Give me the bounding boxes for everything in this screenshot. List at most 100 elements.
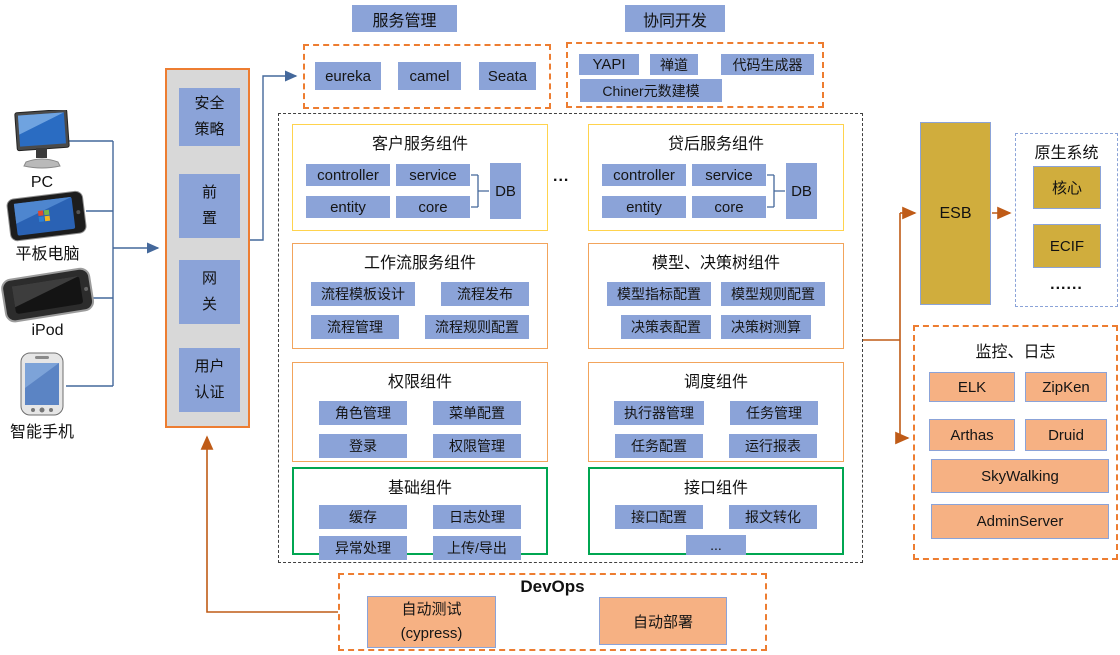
node-code-generator: 代码生成器 (721, 54, 814, 75)
component-foundation-title: 基础组件 (387, 480, 452, 497)
node-eureka: eureka (315, 62, 381, 90)
node-druid: Druid (1025, 419, 1107, 451)
node-controller: controller (306, 164, 390, 186)
node-core: core (692, 196, 766, 218)
ipod-icon (0, 261, 98, 334)
node-elk: ELK (929, 372, 1015, 402)
desktop-monitor-icon (14, 108, 70, 179)
node-yapi: YAPI (579, 54, 639, 75)
component-customer-service-title: 客户服务组件 (371, 136, 468, 153)
node-seata: Seata (479, 62, 536, 90)
node-gateway-line1: 网 (201, 270, 217, 287)
chip-role-management: 角色管理 (319, 401, 407, 425)
node-entity: entity (602, 196, 686, 218)
component-scheduler: 调度组件 执行器管理 任务管理 任务配置 运行报表 (588, 362, 844, 462)
component-customer-service: 客户服务组件 controller service entity core DB (292, 124, 548, 231)
node-core-system: 核心 (1033, 166, 1101, 209)
node-ecif: ECIF (1033, 224, 1101, 268)
node-security-policy-line2: 策略 (194, 121, 225, 138)
chip-interface-more: ... (686, 535, 746, 555)
component-permission-title: 权限组件 (387, 374, 452, 391)
node-front-line1: 前 (201, 184, 217, 201)
device-label-pc: PC (30, 174, 54, 191)
db-bracket-connector (471, 174, 489, 208)
service-management-title: 服务管理 (352, 5, 457, 32)
node-db: DB (786, 163, 817, 219)
chip-decision-table-config: 决策表配置 (621, 315, 711, 339)
node-db: DB (490, 163, 521, 219)
db-bracket-connector (767, 174, 785, 208)
chip-task-config: 任务配置 (615, 434, 703, 458)
chip-model-rule-config: 模型规则配置 (721, 282, 825, 306)
devops-group: DevOps 自动测试 (cypress) 自动部署 (338, 573, 767, 651)
node-skywalking: SkyWalking (931, 459, 1109, 493)
components-container (278, 113, 863, 563)
component-post-loan-service: 贷后服务组件 controller service entity core DB (588, 124, 844, 231)
node-gateway: 网 关 (179, 260, 240, 324)
tablet-icon (5, 189, 89, 249)
monitoring-title: 监控、日志 (975, 344, 1056, 361)
component-scheduler-title: 调度组件 (683, 374, 748, 391)
native-system-title: 原生系统 (1034, 145, 1099, 162)
node-arthas: Arthas (929, 419, 1015, 451)
monitoring-group: 监控、日志 ELK ZipKen Arthas Druid SkyWalking… (913, 325, 1118, 560)
node-auto-deploy: 自动部署 (599, 597, 727, 645)
node-adminserver: AdminServer (931, 504, 1109, 539)
component-workflow: 工作流服务组件 流程模板设计 流程发布 流程管理 流程规则配置 (292, 243, 548, 349)
devops-title: DevOps (520, 577, 585, 596)
chip-process-management: 流程管理 (311, 315, 399, 339)
node-core: core (396, 196, 470, 218)
chip-run-report: 运行报表 (729, 434, 817, 458)
node-security-policy-line1: 安全 (194, 95, 225, 112)
node-user-auth-line2: 认证 (194, 384, 225, 401)
chip-cache: 缓存 (319, 505, 407, 529)
chip-login: 登录 (319, 434, 407, 458)
node-security-policy: 安全 策略 (179, 88, 240, 146)
collaborative-dev-title: 协同开发 (625, 5, 725, 32)
chip-message-transform: 报文转化 (729, 505, 817, 529)
component-permission: 权限组件 角色管理 菜单配置 登录 权限管理 (292, 362, 548, 462)
collaborative-dev-group: YAPI 禅道 代码生成器 Chiner元数建模 (566, 42, 824, 108)
node-controller: controller (602, 164, 686, 186)
node-auto-test-line2: (cypress) (400, 625, 463, 642)
gateway-column: 安全 策略 前 置 网 关 用户 认证 (165, 68, 250, 428)
component-post-loan-title: 贷后服务组件 (667, 136, 764, 153)
node-front-line2: 置 (201, 210, 217, 227)
node-esb: ESB (920, 122, 991, 305)
service-management-group: eureka camel Seata (303, 44, 551, 109)
node-entity: entity (306, 196, 390, 218)
component-workflow-title: 工作流服务组件 (363, 255, 476, 272)
node-service: service (396, 164, 470, 186)
chip-exception-handling: 异常处理 (319, 536, 407, 560)
ellipsis-more-native: ...... (1050, 276, 1083, 293)
component-interface-title: 接口组件 (683, 480, 748, 497)
component-interface: 接口组件 接口配置 报文转化 ... (588, 467, 844, 555)
chip-permission-management: 权限管理 (433, 434, 521, 458)
chip-process-publish: 流程发布 (441, 282, 529, 306)
chip-interface-config: 接口配置 (615, 505, 703, 529)
smartphone-icon (18, 352, 66, 421)
chip-executor-management: 执行器管理 (614, 401, 704, 425)
node-zipken: ZipKen (1025, 372, 1107, 402)
chip-model-indicator-config: 模型指标配置 (607, 282, 711, 306)
node-service: service (692, 164, 766, 186)
node-auto-test-line1: 自动测试 (401, 601, 462, 618)
node-chiner-modeling: Chiner元数建模 (580, 79, 722, 102)
node-user-auth-line1: 用户 (194, 358, 225, 375)
chip-upload-export: 上传/导出 (433, 536, 521, 560)
node-gateway-line2: 关 (201, 296, 217, 313)
device-label-smartphone: 智能手机 (9, 424, 74, 441)
node-user-auth: 用户 认证 (179, 348, 240, 412)
node-front: 前 置 (179, 174, 240, 238)
node-auto-test: 自动测试 (cypress) (367, 596, 496, 648)
node-zentao: 禅道 (650, 54, 698, 75)
chip-process-rule-config: 流程规则配置 (425, 315, 529, 339)
node-camel: camel (398, 62, 461, 90)
chip-menu-config: 菜单配置 (433, 401, 521, 425)
device-label-tablet: 平板电脑 (15, 246, 80, 263)
chip-task-management: 任务管理 (730, 401, 818, 425)
chip-process-template-design: 流程模板设计 (311, 282, 415, 306)
component-model-title: 模型、决策树组件 (651, 255, 780, 272)
ellipsis-more-services: ... (553, 168, 570, 185)
